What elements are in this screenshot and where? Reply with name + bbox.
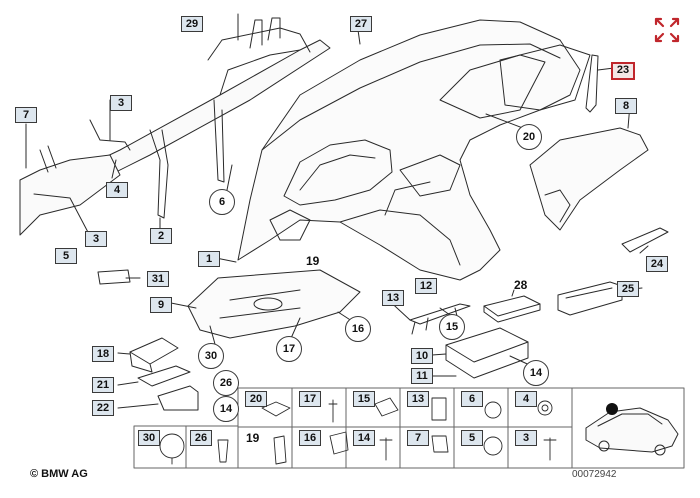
callout-7[interactable]: 7 bbox=[15, 107, 37, 123]
callout-24[interactable]: 24 bbox=[646, 256, 668, 272]
table-label-6[interactable]: 6 bbox=[461, 391, 483, 407]
callout-10[interactable]: 10 bbox=[411, 348, 433, 364]
table-label-19: 19 bbox=[246, 431, 260, 445]
label-19: 19 bbox=[306, 254, 320, 268]
callout-25[interactable]: 25 bbox=[617, 281, 639, 297]
table-label-4[interactable]: 4 bbox=[515, 391, 537, 407]
table-label-26[interactable]: 26 bbox=[190, 430, 212, 446]
table-label-16[interactable]: 16 bbox=[299, 430, 321, 446]
table-label-30[interactable]: 30 bbox=[138, 430, 160, 446]
callout-18[interactable]: 18 bbox=[92, 346, 114, 362]
table-label-5[interactable]: 5 bbox=[461, 430, 483, 446]
location-marker-dot bbox=[606, 403, 618, 415]
table-label-3[interactable]: 3 bbox=[515, 430, 537, 446]
callout-11[interactable]: 11 bbox=[411, 368, 433, 384]
callout-4[interactable]: 4 bbox=[106, 182, 128, 198]
table-label-17[interactable]: 17 bbox=[299, 391, 321, 407]
label-28: 28 bbox=[514, 278, 528, 292]
callout-29[interactable]: 29 bbox=[181, 16, 203, 32]
callout-14-right[interactable]: 14 bbox=[523, 360, 549, 386]
callout-1[interactable]: 1 bbox=[198, 251, 220, 267]
drawing-number: 00072942 bbox=[572, 469, 617, 480]
table-label-13[interactable]: 13 bbox=[407, 391, 429, 407]
callout-6[interactable]: 6 bbox=[209, 189, 235, 215]
callout-26[interactable]: 26 bbox=[213, 370, 239, 396]
callout-9[interactable]: 9 bbox=[150, 297, 172, 313]
callout-3-top[interactable]: 3 bbox=[110, 95, 132, 111]
callout-30[interactable]: 30 bbox=[198, 343, 224, 369]
table-label-15[interactable]: 15 bbox=[353, 391, 375, 407]
callout-20[interactable]: 20 bbox=[516, 124, 542, 150]
callout-15[interactable]: 15 bbox=[439, 314, 465, 340]
table-label-7[interactable]: 7 bbox=[407, 430, 429, 446]
callout-22[interactable]: 22 bbox=[92, 400, 114, 416]
callout-16[interactable]: 16 bbox=[345, 316, 371, 342]
expand-arrows-icon[interactable] bbox=[652, 15, 682, 45]
callout-5[interactable]: 5 bbox=[55, 248, 77, 264]
callout-14-left[interactable]: 14 bbox=[213, 396, 239, 422]
copyright-notice: © BMW AG bbox=[30, 468, 88, 480]
callout-27[interactable]: 27 bbox=[350, 16, 372, 32]
callout-12[interactable]: 12 bbox=[415, 278, 437, 294]
callout-2[interactable]: 2 bbox=[150, 228, 172, 244]
callout-13[interactable]: 13 bbox=[382, 290, 404, 306]
callout-17[interactable]: 17 bbox=[276, 336, 302, 362]
callout-31[interactable]: 31 bbox=[147, 271, 169, 287]
callout-21[interactable]: 21 bbox=[92, 377, 114, 393]
table-label-20[interactable]: 20 bbox=[245, 391, 267, 407]
callout-3-lower[interactable]: 3 bbox=[85, 231, 107, 247]
table-label-14[interactable]: 14 bbox=[353, 430, 375, 446]
callout-23[interactable]: 23 bbox=[611, 62, 635, 80]
callout-8[interactable]: 8 bbox=[615, 98, 637, 114]
